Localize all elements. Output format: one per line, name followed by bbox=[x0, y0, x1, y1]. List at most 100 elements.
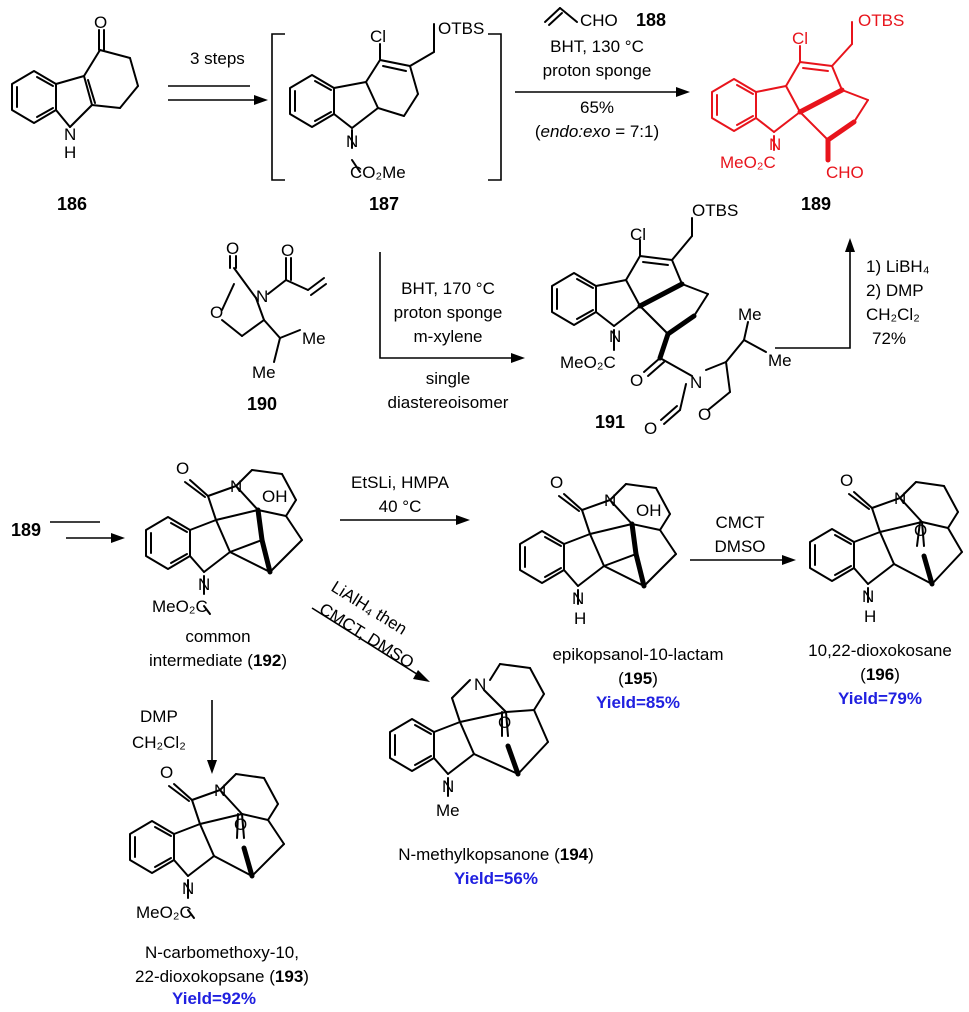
caption-193: 22-dioxokopsane (193) bbox=[135, 967, 309, 986]
atom-me-194: Me bbox=[436, 801, 460, 820]
atom-n-ring-195: N bbox=[604, 491, 616, 510]
compound-label-189: 189 bbox=[801, 194, 831, 214]
atom-n-190: N bbox=[256, 287, 268, 306]
atom-o-ketone-193: O bbox=[234, 815, 247, 834]
condition-bht-170: BHT, 170 °C bbox=[401, 279, 495, 298]
compound-label-190: 190 bbox=[247, 394, 277, 414]
atom-o2-191: O bbox=[644, 419, 657, 438]
condition-dmso-1: DMSO bbox=[715, 537, 766, 556]
atom-me-bottom-190: Me bbox=[252, 363, 276, 382]
atom-otbs-189: OTBS bbox=[858, 11, 904, 30]
compound-190-structure bbox=[221, 255, 327, 363]
atom-o-ketone-196: O bbox=[914, 521, 927, 540]
condition-etsli: EtSLi, HMPA bbox=[351, 473, 450, 492]
atom-o-196: O bbox=[840, 471, 853, 490]
compound-188-structure bbox=[544, 7, 578, 26]
compound-187-structure bbox=[289, 23, 435, 173]
compound-189-structure bbox=[711, 21, 869, 163]
condition-yield-72: 72% bbox=[872, 329, 906, 348]
atom-o-acyl-190: O bbox=[281, 241, 294, 260]
atom-o-194: O bbox=[498, 713, 511, 732]
condition-diastereoisomer: diastereoisomer bbox=[388, 393, 509, 412]
condition-proton-sponge-2: proton sponge bbox=[394, 303, 503, 322]
arrow-191-to-189 bbox=[775, 238, 855, 349]
atom-oh-192: OH bbox=[262, 487, 288, 506]
condition-dmp-1: 2) DMP bbox=[866, 281, 924, 300]
compound-195-structure bbox=[519, 483, 677, 605]
atom-cl-189: Cl bbox=[792, 29, 808, 48]
start-label-189: 189 bbox=[11, 520, 41, 540]
condition-3-steps: 3 steps bbox=[190, 49, 245, 68]
caption-common-intermediate: intermediate (192) bbox=[149, 651, 287, 670]
atom-me-top-191: Me bbox=[738, 305, 762, 324]
compound-192-structure bbox=[145, 469, 303, 615]
atom-h-186: H bbox=[64, 143, 76, 162]
atom-n-193: N bbox=[182, 879, 194, 898]
atom-n-189: N bbox=[769, 135, 781, 154]
atom-n-186: N bbox=[64, 125, 76, 144]
atom-o1-191: O bbox=[630, 371, 643, 390]
atom-n-195: N bbox=[572, 589, 584, 608]
yield-195: Yield=85% bbox=[596, 693, 680, 712]
condition-dmp-2: DMP bbox=[140, 707, 178, 726]
atom-n-192: N bbox=[198, 575, 210, 594]
caption-common: common bbox=[185, 627, 250, 646]
formula-188: CHO bbox=[580, 11, 618, 30]
atom-n2-191: N bbox=[690, 373, 702, 392]
caption-n-carbomethoxy: N-carbomethoxy-10, bbox=[145, 943, 299, 962]
arrow-192-to-193 bbox=[207, 700, 217, 774]
atom-n-194: N bbox=[442, 777, 454, 796]
bracket-187 bbox=[271, 33, 502, 181]
arrow-187-to-189 bbox=[515, 87, 690, 97]
atom-n-ring-196: N bbox=[894, 489, 906, 508]
compound-191-structure bbox=[551, 217, 767, 425]
atom-cl-187: Cl bbox=[370, 27, 386, 46]
atom-o-carbonyl-190: O bbox=[226, 239, 239, 258]
caption-196: (196) bbox=[860, 665, 900, 684]
atom-me-top-190: Me bbox=[302, 329, 326, 348]
yield-193: Yield=92% bbox=[172, 989, 256, 1008]
atom-h-196: H bbox=[864, 607, 876, 626]
atom-o-192: O bbox=[176, 459, 189, 478]
atom-o-ring-190: O bbox=[210, 303, 223, 322]
atom-otbs-191: OTBS bbox=[692, 201, 738, 220]
atom-me-bottom-191: Me bbox=[768, 351, 792, 370]
caption-194: N-methylkopsanone (194) bbox=[398, 845, 594, 864]
atom-otbs-187: OTBS bbox=[438, 19, 484, 38]
arrow-192-to-194 bbox=[311, 607, 430, 682]
arrow-186-to-187 bbox=[168, 85, 268, 105]
atom-co2me-187: CO₂Me bbox=[350, 163, 406, 182]
compound-label-191: 191 bbox=[595, 412, 625, 432]
condition-m-xylene: m-xylene bbox=[414, 327, 483, 346]
atom-n-ring-192: N bbox=[230, 477, 242, 496]
compound-186-structure bbox=[11, 29, 139, 128]
condition-libh4: 1) LiBH₄ bbox=[866, 257, 930, 276]
yield-194: Yield=56% bbox=[454, 869, 538, 888]
condition-ch2cl2-1: CH₂Cl₂ bbox=[866, 305, 920, 324]
atom-n-196: N bbox=[862, 587, 874, 606]
atom-h-195: H bbox=[574, 609, 586, 628]
arrow-195-to-196 bbox=[690, 555, 796, 565]
atom-o-195: O bbox=[550, 473, 563, 492]
atom-meo2c-193: MeO₂C bbox=[136, 903, 192, 922]
condition-endo-exo: (endo:exo = 7:1) bbox=[535, 122, 659, 141]
compound-194-structure bbox=[389, 663, 549, 797]
compound-label-187: 187 bbox=[369, 194, 399, 214]
atom-meo2c-189: MeO₂C bbox=[720, 153, 776, 172]
atom-cho-189: CHO bbox=[826, 163, 864, 182]
atom-o-193: O bbox=[160, 763, 173, 782]
atom-n-ring-194: N bbox=[474, 675, 486, 694]
atom-o-186: O bbox=[94, 13, 107, 32]
atom-o3-191: O bbox=[698, 405, 711, 424]
arrow-189-to-192 bbox=[50, 521, 125, 543]
yield-196: Yield=79% bbox=[838, 689, 922, 708]
condition-bht-130: BHT, 130 °C bbox=[550, 37, 644, 56]
atom-oh-195: OH bbox=[636, 501, 662, 520]
arrow-192-to-195 bbox=[340, 515, 470, 525]
caption-dioxokosane: 10,22-dioxokosane bbox=[808, 641, 952, 660]
atom-n-ring-193: N bbox=[214, 781, 226, 800]
atom-n1-191: N bbox=[609, 327, 621, 346]
atom-meo2c-192: MeO₂C bbox=[152, 597, 208, 616]
condition-yield-65: 65% bbox=[580, 98, 614, 117]
condition-cmct-1: CMCT bbox=[715, 513, 764, 532]
